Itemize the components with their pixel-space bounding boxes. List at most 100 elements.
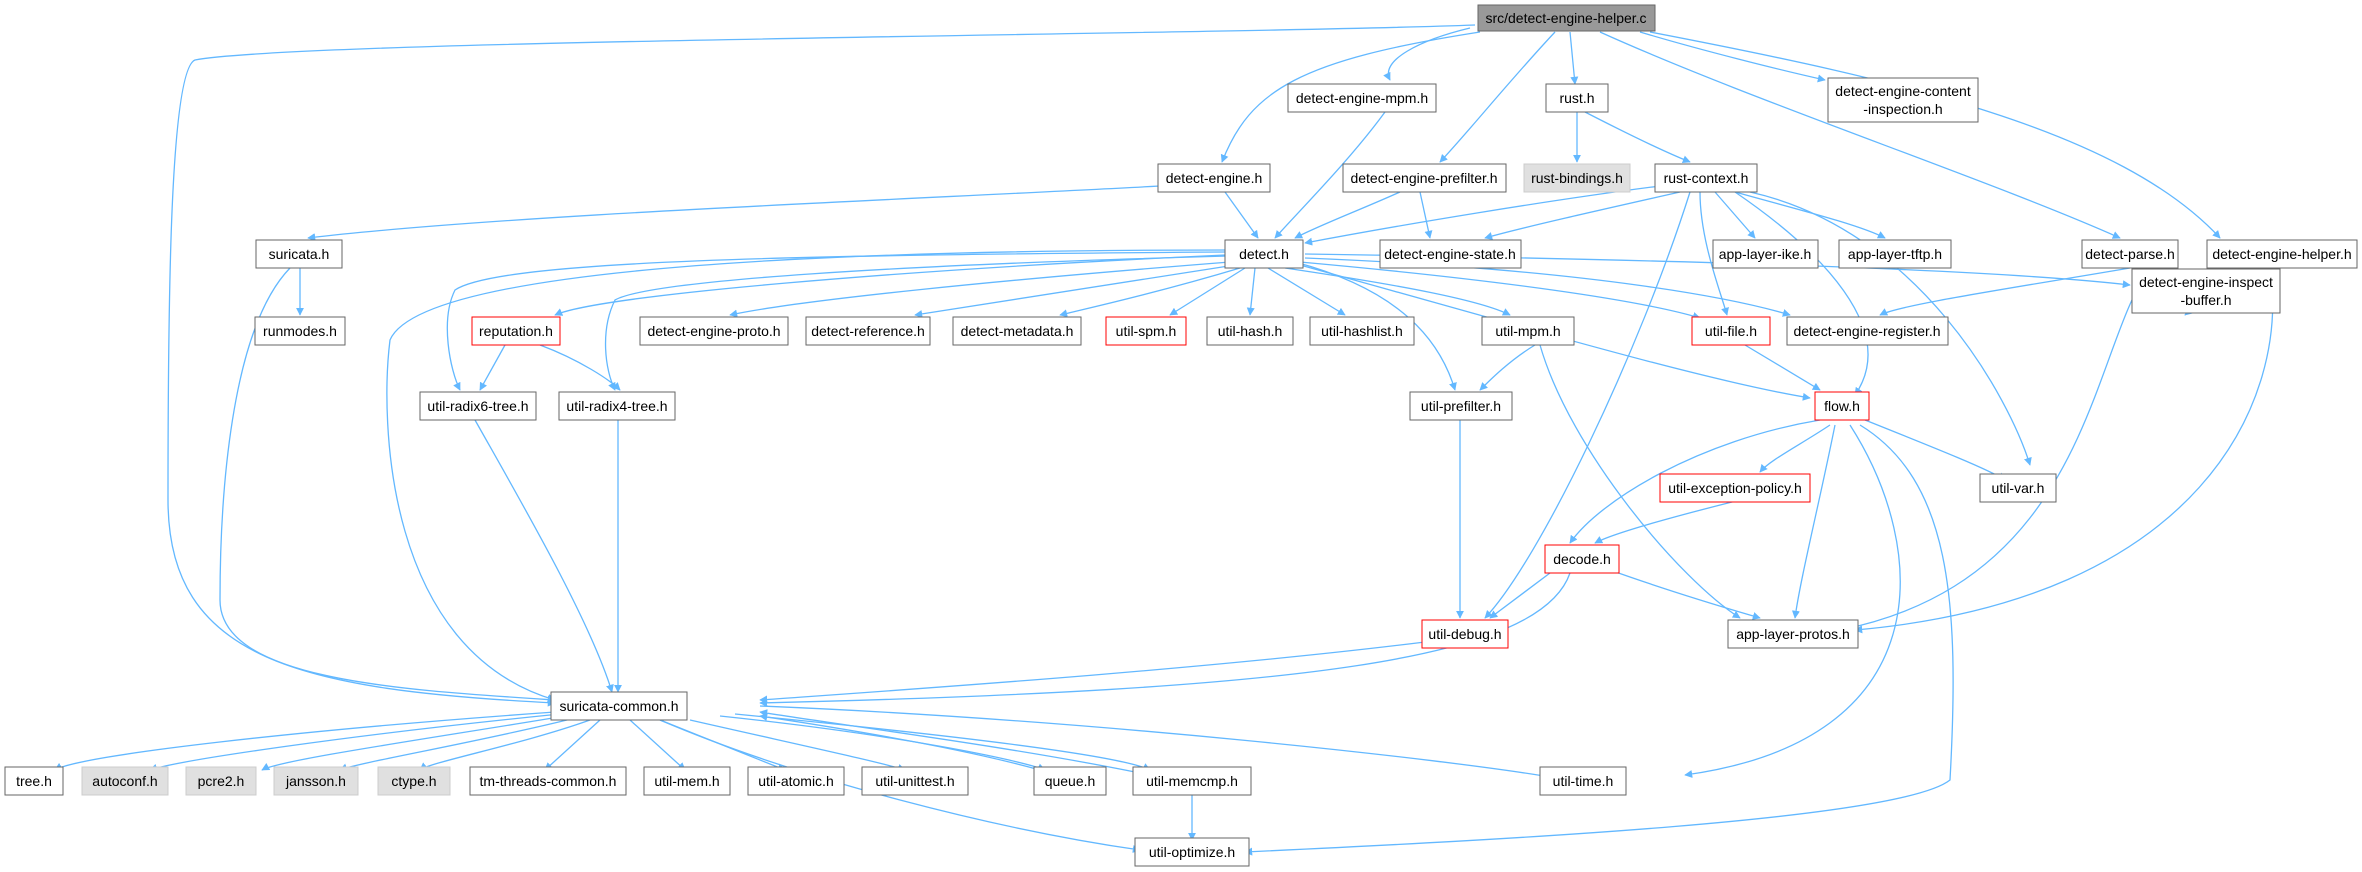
node-util-radix6-tree[interactable]: util-radix6-tree.h: [419, 391, 537, 421]
node-detect-engine-label: detect-engine.h: [1166, 170, 1263, 186]
edge-util-debug-suricata-common: [759, 641, 1426, 704]
node-flow-label: flow.h: [1824, 398, 1860, 414]
node-detect-engine-prefilter[interactable]: detect-engine-prefilter.h: [1342, 163, 1507, 193]
edge-reputation-radix4: [539, 344, 621, 391]
edge-detect-parse-protos: [1839, 267, 2151, 633]
edge-rust-context-detect: [1304, 185, 1661, 246]
edge-detect-reference: [914, 264, 1236, 318]
node-util-spm[interactable]: util-spm.h: [1105, 316, 1187, 346]
edge-root-suricata-common: [167, 24, 1476, 707]
node-util-radix6-tree-label: util-radix6-tree.h: [427, 398, 528, 414]
node-suricata[interactable]: suricata.h: [255, 239, 343, 269]
node-detect-metadata-label: detect-metadata.h: [961, 323, 1074, 339]
node-detect-engine-state[interactable]: detect-engine-state.h: [1379, 239, 1522, 269]
node-util-mem-label: util-mem.h: [654, 773, 719, 789]
node-reputation-label: reputation.h: [479, 323, 553, 339]
node-util-var-label: util-var.h: [1992, 480, 2045, 496]
edge-common-util-time: [759, 705, 1551, 780]
node-app-layer-protos[interactable]: app-layer-protos.h: [1727, 619, 1859, 649]
edge-decode-suricata-common: [759, 572, 1571, 707]
edge-root-rust: [1569, 31, 1579, 85]
node-app-layer-protos-label: app-layer-protos.h: [1736, 626, 1850, 642]
node-util-hashlist[interactable]: util-hashlist.h: [1309, 316, 1415, 346]
node-detect-engine-helper[interactable]: detect-engine-helper.h: [2206, 239, 2358, 269]
node-detect-engine[interactable]: detect-engine.h: [1157, 163, 1271, 193]
edge-common-jansson: [339, 717, 576, 772]
node-util-hash-label: util-hash.h: [1218, 323, 1283, 339]
edges: [54, 24, 2274, 856]
node-detect-reference[interactable]: detect-reference.h: [805, 316, 931, 346]
node-queue[interactable]: queue.h: [1033, 766, 1107, 796]
node-detect-engine-register[interactable]: detect-engine-register.h: [1786, 316, 1949, 346]
node-util-mpm[interactable]: util-mpm.h: [1481, 316, 1575, 346]
edge-util-mpm-protos: [1539, 344, 1741, 619]
node-util-mpm-label: util-mpm.h: [1495, 323, 1560, 339]
node-detect-parse[interactable]: detect-parse.h: [2081, 239, 2179, 269]
node-reputation[interactable]: reputation.h: [471, 316, 561, 346]
node-util-memcmp[interactable]: util-memcmp.h: [1132, 766, 1252, 796]
edge-exception-policy-decode: [1594, 499, 1741, 544]
node-flow[interactable]: flow.h: [1814, 391, 1870, 421]
edge-detect-radix6: [446, 251, 1226, 391]
node-detect-engine-proto[interactable]: detect-engine-proto.h: [639, 316, 789, 346]
node-tm-threads-common[interactable]: tm-threads-common.h: [469, 766, 627, 796]
node-pcre2[interactable]: pcre2.h: [185, 766, 257, 796]
node-runmodes[interactable]: runmodes.h: [254, 316, 346, 346]
edge-rust-context-util-debug: [1484, 191, 1691, 619]
node-inspect-buffer[interactable]: detect-engine-inspect -buffer.h: [2131, 268, 2281, 314]
node-util-atomic[interactable]: util-atomic.h: [747, 766, 845, 796]
node-content-inspection[interactable]: detect-engine-content -inspection.h: [1827, 77, 1979, 123]
edge-root-content-inspection: [1639, 31, 1826, 83]
edge-flow-util-optimize: [1244, 424, 1954, 856]
edge-mpm-detect: [1274, 111, 1386, 239]
edge-memcmp-common: [759, 709, 1136, 773]
node-jansson[interactable]: jansson.h: [273, 766, 359, 796]
node-rust[interactable]: rust.h: [1545, 83, 1609, 113]
node-detect-engine-mpm-label: detect-engine-mpm.h: [1296, 90, 1428, 106]
edge-common-util-mem: [629, 719, 686, 771]
edge-decode-protos: [1609, 569, 1761, 620]
node-util-time[interactable]: util-time.h: [1539, 766, 1627, 796]
node-decode[interactable]: decode.h: [1544, 544, 1620, 574]
node-tree[interactable]: tree.h: [4, 766, 64, 796]
edge-root-detect-engine: [1220, 31, 1481, 163]
edge-detect-util-file: [1299, 261, 1701, 320]
node-autoconf[interactable]: autoconf.h: [81, 766, 169, 796]
node-util-var[interactable]: util-var.h: [1979, 473, 2057, 503]
node-util-mem[interactable]: util-mem.h: [643, 766, 731, 796]
node-content-inspection-line1: detect-engine-content: [1835, 83, 1971, 99]
node-app-layer-ike[interactable]: app-layer-ike.h: [1712, 239, 1819, 269]
node-rust-context[interactable]: rust-context.h: [1654, 163, 1758, 193]
node-util-unittest[interactable]: util-unittest.h: [861, 766, 969, 796]
node-autoconf-label: autoconf.h: [92, 773, 157, 789]
node-util-file[interactable]: util-file.h: [1691, 316, 1771, 346]
node-util-exception-policy-label: util-exception-policy.h: [1668, 480, 1802, 496]
node-detect-engine-prefilter-label: detect-engine-prefilter.h: [1350, 170, 1497, 186]
edge-detect-engine-suricata: [307, 185, 1161, 242]
edge-rust-context-ike: [1714, 191, 1756, 239]
edge-common-ctype: [419, 719, 591, 771]
node-rust-bindings[interactable]: rust-bindings.h: [1523, 163, 1631, 193]
edge-detect-util-hashlist: [1267, 267, 1346, 316]
node-suricata-common[interactable]: suricata-common.h: [550, 691, 688, 721]
node-root[interactable]: src/detect-engine-helper.c: [1477, 4, 1656, 32]
edge-root-detect-parse: [1599, 31, 2121, 239]
edge-common-tm-threads: [544, 719, 601, 771]
edge-root-detect-engine-mpm: [1383, 27, 1471, 81]
node-detect[interactable]: detect.h: [1224, 239, 1304, 269]
node-detect-engine-mpm[interactable]: detect-engine-mpm.h: [1287, 83, 1437, 113]
node-app-layer-tftp[interactable]: app-layer-tftp.h: [1838, 239, 1952, 269]
node-detect-metadata[interactable]: detect-metadata.h: [952, 316, 1082, 346]
edge-detect-radix4: [604, 255, 1229, 391]
node-util-radix4-tree[interactable]: util-radix4-tree.h: [558, 391, 676, 421]
node-util-exception-policy[interactable]: util-exception-policy.h: [1659, 473, 1811, 503]
node-inspect-buffer-line2: -buffer.h: [2180, 292, 2231, 308]
node-util-debug[interactable]: util-debug.h: [1421, 619, 1509, 649]
node-util-optimize[interactable]: util-optimize.h: [1134, 837, 1250, 867]
node-root-label: src/detect-engine-helper.c: [1485, 10, 1646, 26]
edge-flow-util-time: [1684, 424, 1901, 778]
node-util-prefilter[interactable]: util-prefilter.h: [1409, 391, 1513, 421]
node-util-hash[interactable]: util-hash.h: [1206, 316, 1294, 346]
edge-rust-context-tftp: [1734, 191, 1886, 239]
node-ctype[interactable]: ctype.h: [377, 766, 451, 796]
